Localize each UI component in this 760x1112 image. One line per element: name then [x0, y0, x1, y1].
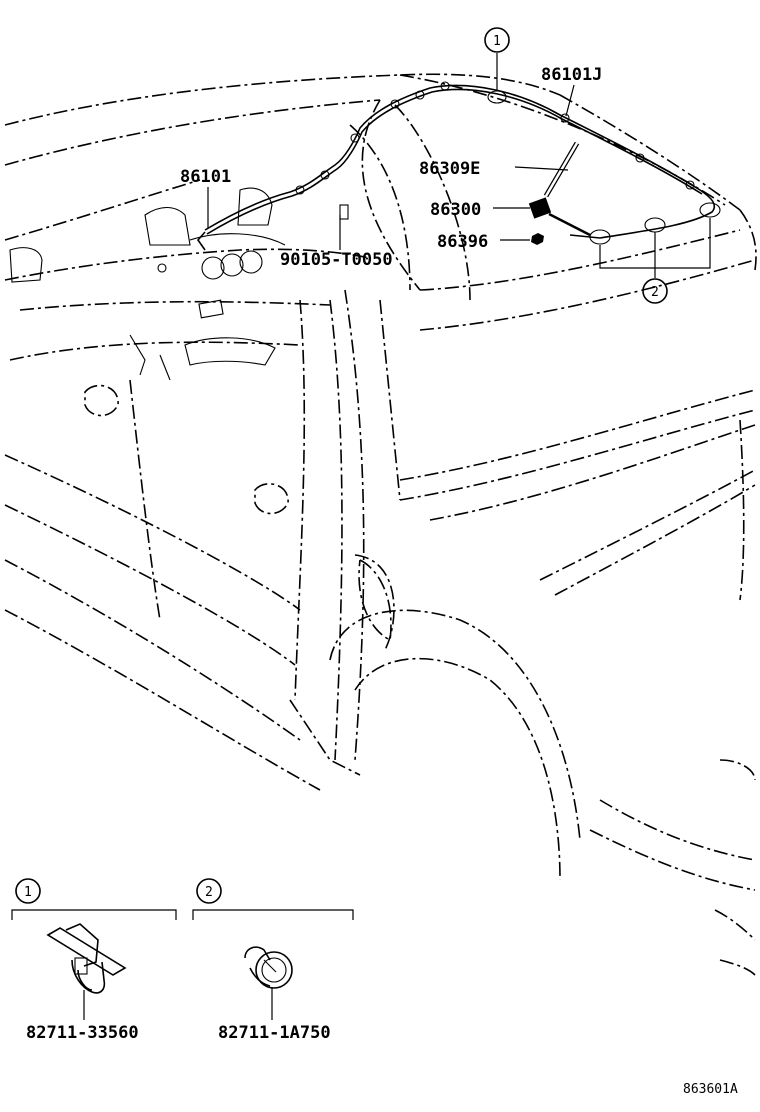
part-labels: 86101J 86101 86309E 86300 86396 90105-T0… — [180, 65, 602, 270]
callout-2-top: 2 — [642, 278, 668, 304]
inset-1: 1 82711-33560 — [11, 878, 177, 1043]
leader-lines — [207, 53, 711, 278]
label-86309E: 86309E — [419, 159, 480, 179]
label-86101: 86101 — [180, 167, 231, 187]
roof-wire-harness — [196, 81, 721, 251]
label-86101J: 86101J — [541, 65, 602, 85]
callout-2-inset-text: 2 — [205, 885, 213, 900]
callout-1-top-text: 1 — [493, 34, 501, 49]
vehicle-outline — [4, 73, 757, 976]
callout-2-top-text: 2 — [651, 285, 659, 300]
callout-1-top: 1 — [484, 27, 510, 53]
label-90105-T0050: 90105-T0050 — [280, 250, 393, 270]
label-86300: 86300 — [430, 200, 481, 220]
callout-1-inset-text: 1 — [24, 885, 32, 900]
label-82711-33560: 82711-33560 — [26, 1023, 139, 1043]
antenna-assembly — [528, 141, 591, 245]
harness-clips — [295, 81, 695, 195]
dashboard-detail — [9, 187, 286, 381]
clip-82711-1A750-drawing — [244, 946, 293, 989]
diagram-reference-number: 863601A — [683, 1082, 738, 1097]
inset-2: 2 82711-1A750 — [192, 878, 354, 1043]
label-82711-1A750: 82711-1A750 — [218, 1023, 331, 1043]
label-86396: 86396 — [437, 232, 488, 252]
clip-82711-33560-drawing — [46, 923, 127, 994]
